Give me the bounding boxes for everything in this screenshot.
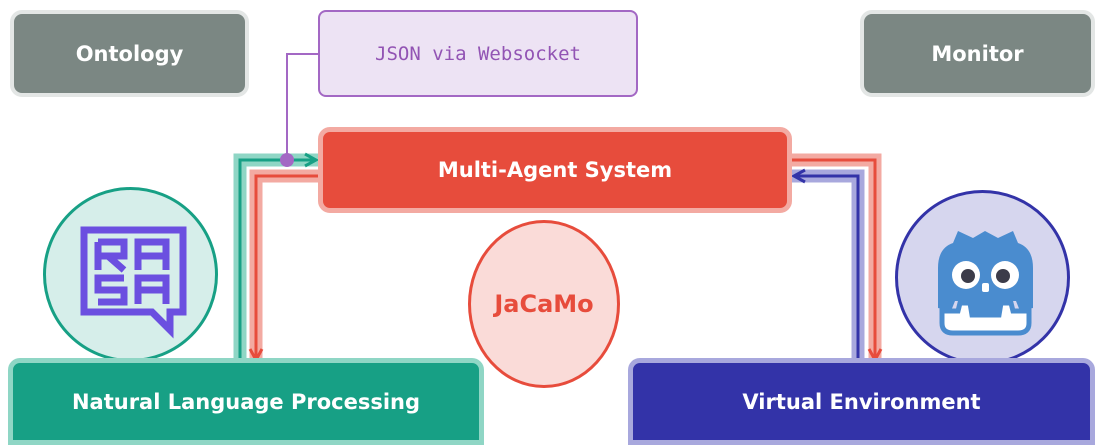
rasa-logo-icon	[80, 226, 187, 339]
virtual-environment-label: Virtual Environment	[742, 389, 981, 414]
godot-logo-circle	[895, 190, 1070, 365]
mas-to-nlp-arrow	[254, 174, 318, 358]
godot-logo-icon	[938, 231, 1033, 336]
monitor-node: Monitor	[860, 10, 1095, 97]
virtual-environment-node: Virtual Environment	[628, 358, 1095, 445]
ve-to-mas-band	[792, 169, 865, 358]
ve-to-mas-arrow	[796, 174, 860, 358]
mas-to-nlp-band	[249, 169, 318, 362]
multi-agent-system-node: Multi-Agent System	[318, 127, 792, 213]
ontology-node: Ontology	[10, 10, 249, 97]
ontology-label: Ontology	[75, 41, 184, 66]
nlp-node: Natural Language Processing	[8, 358, 484, 445]
mas-to-ve-arrow	[792, 158, 877, 358]
json-websocket-label: JSON via Websocket	[375, 42, 581, 65]
monitor-label: Monitor	[931, 41, 1024, 66]
json-connector-line	[286, 53, 318, 160]
jacamo-node: JaCaMo	[468, 220, 620, 388]
json-websocket-node: JSON via Websocket	[318, 10, 638, 97]
rasa-logo-circle	[43, 187, 218, 362]
mas-label: Multi-Agent System	[437, 158, 673, 182]
json-junction-dot	[280, 153, 294, 167]
nlp-label: Natural Language Processing	[71, 389, 421, 414]
jacamo-label: JaCaMo	[494, 290, 594, 318]
